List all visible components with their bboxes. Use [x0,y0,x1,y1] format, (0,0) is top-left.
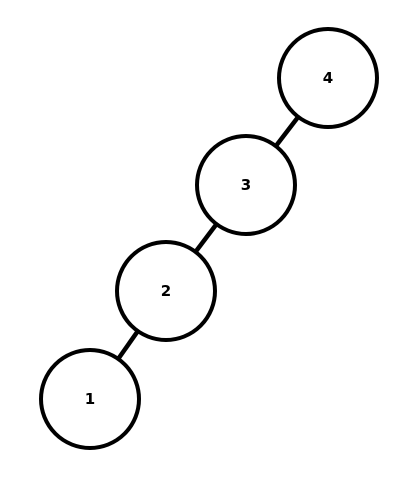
node-2-circle [115,240,217,342]
node-4-label: 4 [323,69,333,87]
node-3-circle [195,134,297,236]
node-2-label: 2 [161,282,171,300]
node-2: 2 [115,240,217,342]
node-1-label: 1 [85,390,95,408]
node-4-circle [277,27,379,129]
node-3: 3 [195,134,297,236]
node-1: 1 [39,348,141,450]
node-3-label: 3 [241,176,251,194]
node-4: 4 [277,27,379,129]
node-1-circle [39,348,141,450]
edges [88,76,330,401]
